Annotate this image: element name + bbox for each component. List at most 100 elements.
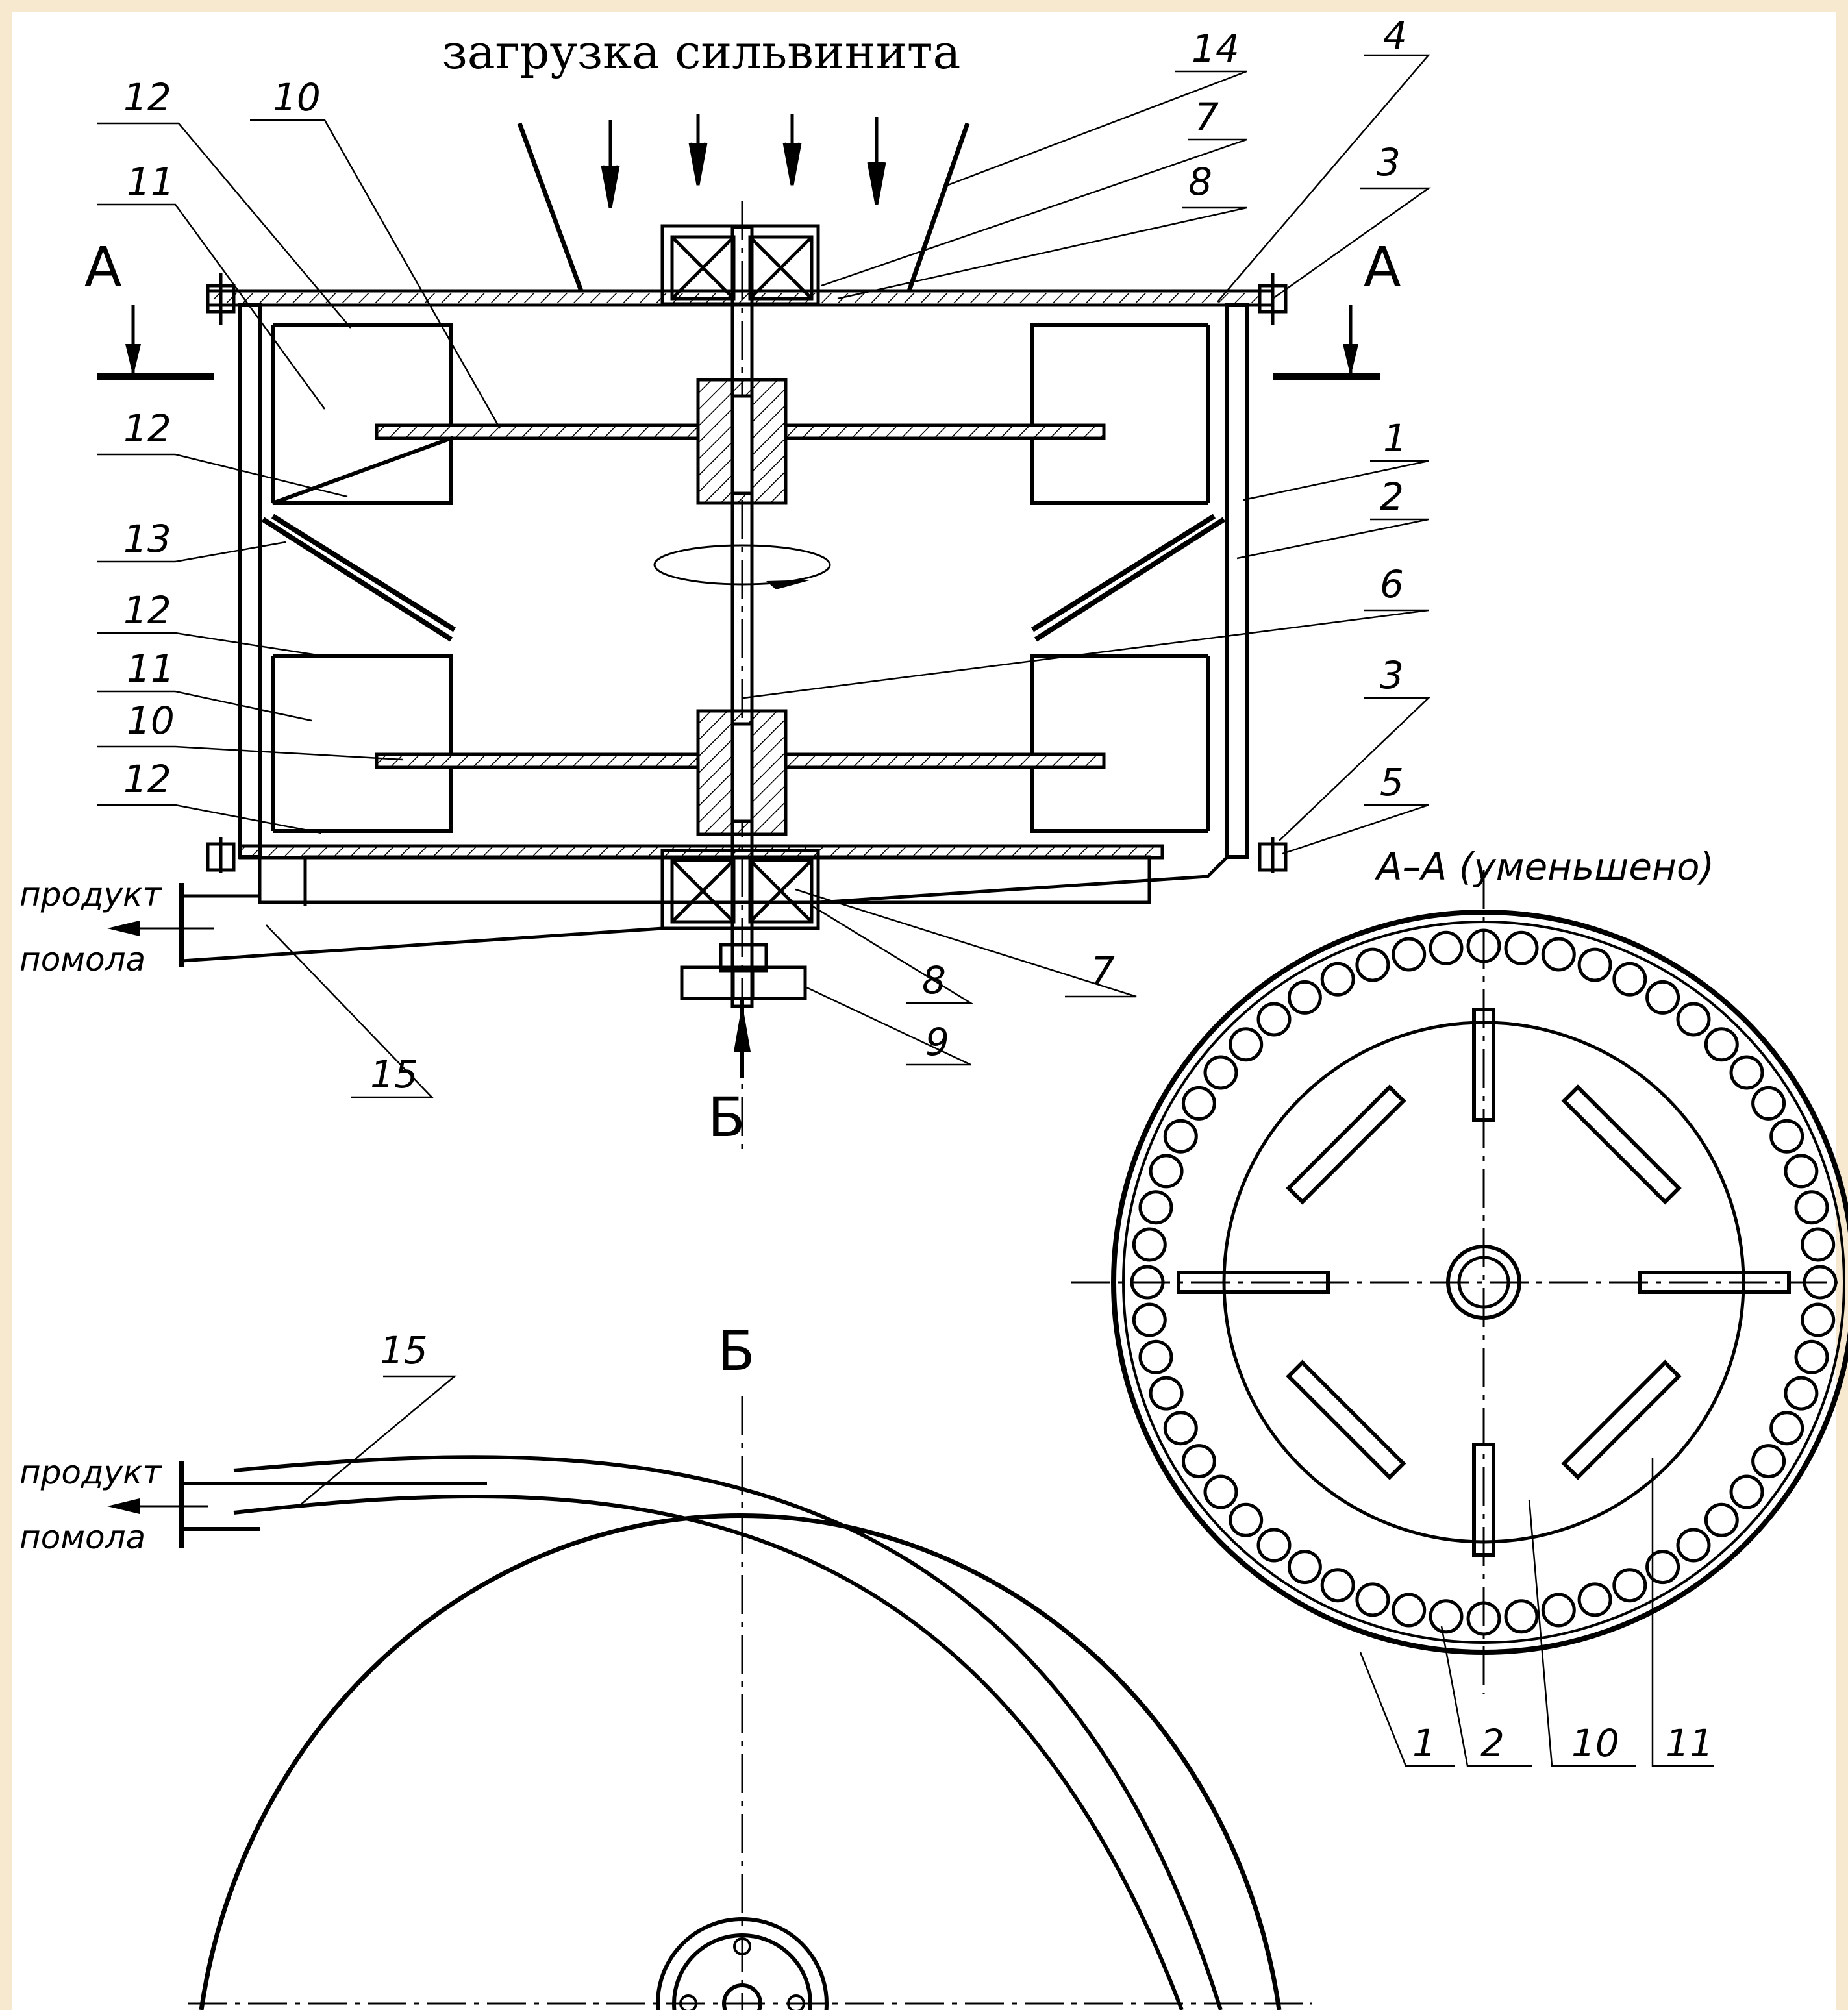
label-11-a: 11 (127, 160, 175, 204)
grinding-ball (1163, 1119, 1198, 1154)
grinding-ball (1132, 1227, 1167, 1262)
lower-bearing (660, 849, 820, 930)
product-label-b-line1: продукт (19, 1454, 162, 1491)
rotor-bar (1286, 1359, 1406, 1480)
grinding-ball (1704, 1502, 1739, 1537)
grinding-ball (1320, 1568, 1355, 1603)
grinding-ball (1392, 1593, 1427, 1628)
label-3-a: 3 (1377, 140, 1401, 184)
label-11-c: 11 (1666, 1721, 1714, 1765)
rotation-arrow (766, 580, 812, 589)
product-label-b-line2: помола (19, 1519, 145, 1556)
drawing-sheet (12, 12, 1836, 2010)
grinding-ball (1287, 980, 1322, 1015)
rotor-bar (1561, 1084, 1682, 1205)
label-12-d: 12 (123, 757, 171, 801)
label-9: 9 (925, 1020, 949, 1064)
label-12-a: 12 (123, 75, 171, 119)
section-a-a-view: А–А (уменьшено) (1071, 845, 1848, 1767)
section-mark-left: А (84, 235, 121, 299)
part-numbers-main: 12 10 11 12 13 12 11 10 12 14 7 8 4 3 1 … (123, 14, 1407, 1097)
label-14: 14 (1192, 27, 1240, 71)
centerlines-a-a (1071, 870, 1838, 1694)
label-1-a: 1 (1383, 416, 1407, 460)
grinding-ball (1256, 1002, 1292, 1037)
grinding-ball (1229, 1502, 1264, 1537)
upper-bearing (660, 224, 820, 306)
grinding-ball (1229, 1027, 1264, 1062)
housing-outline (199, 1513, 1282, 2010)
label-6: 6 (1380, 562, 1404, 606)
grinding-ball (1704, 1027, 1739, 1062)
grinding-ball (1794, 1339, 1829, 1374)
grinding-ball (1355, 947, 1390, 982)
centerlines-view-b (188, 1396, 1312, 2010)
grinding-ball (1138, 1339, 1173, 1374)
label-15-b: 15 (380, 1328, 428, 1372)
flange-bolts (206, 273, 1288, 873)
grinding-ball (1392, 937, 1427, 972)
grinding-ball (1729, 1474, 1764, 1509)
label-8-a: 8 (1188, 160, 1212, 204)
label-8-b: 8 (922, 958, 946, 1002)
grinding-ball (1181, 1086, 1216, 1121)
grinding-ball (1801, 1302, 1836, 1337)
grinding-ball (1541, 937, 1576, 972)
label-4: 4 (1383, 14, 1407, 58)
view-b: Б (107, 1319, 1312, 2010)
label-15-a: 15 (370, 1052, 418, 1097)
part-numbers-a-a: 1 2 10 11 (1412, 1721, 1714, 1765)
outlet-spiral-outer (233, 1495, 1184, 2010)
grinding-ball (1256, 1528, 1292, 1563)
label-12-b: 12 (123, 406, 171, 451)
main-section-view: загрузка сильвинита (19, 25, 1401, 1149)
grinding-ball (1645, 1550, 1680, 1585)
grinding-ball (1676, 1002, 1711, 1037)
label-7-a: 7 (1195, 95, 1219, 139)
label-13: 13 (123, 517, 171, 561)
guide-cones (261, 514, 1226, 642)
grinding-ball (1751, 1444, 1786, 1479)
grinding-ball (1203, 1474, 1238, 1509)
upper-key (730, 394, 754, 495)
title: загрузка сильвинита (442, 25, 961, 79)
label-5: 5 (1380, 760, 1404, 804)
section-a-arrows (97, 305, 1380, 380)
label-2-a: 2 (1380, 475, 1404, 519)
drive-pulley (680, 943, 807, 1000)
grinding-ball (1149, 1376, 1184, 1411)
outlet-chute-left (258, 858, 662, 904)
grinding-ball (1320, 962, 1355, 997)
grinding-ball (1355, 1582, 1390, 1617)
label-10-a: 10 (273, 75, 321, 119)
grinding-ball (1645, 980, 1680, 1015)
label-12-c: 12 (123, 588, 171, 632)
feed-hopper (517, 122, 970, 292)
grinding-ball (1287, 1550, 1322, 1585)
impact-chambers (271, 323, 1210, 833)
label-11-b: 11 (127, 647, 175, 691)
grinding-ball (1612, 962, 1647, 997)
label-10-b: 10 (127, 699, 175, 743)
rotor-bar (1286, 1084, 1406, 1205)
label-7-b: 7 (1091, 949, 1115, 993)
product-label-line1: продукт (19, 876, 162, 913)
grinding-ball (1149, 1154, 1184, 1189)
grinding-ball (1541, 1593, 1576, 1628)
grinding-ball (1181, 1444, 1216, 1479)
grinding-ball (1751, 1086, 1786, 1121)
view-b-caption: Б (718, 1319, 755, 1383)
grinding-ball (1729, 1055, 1764, 1090)
outlet-pipe (107, 883, 663, 967)
grinding-ball (1612, 1568, 1647, 1603)
grinding-ball (1769, 1119, 1804, 1154)
grinding-ball (1429, 1599, 1464, 1634)
lower-key (730, 722, 754, 823)
grinding-ball (1769, 1411, 1804, 1446)
grinding-ball (1794, 1190, 1829, 1225)
grinding-ball (1429, 930, 1464, 965)
view-b-labels: 15 продукт помола (19, 1328, 428, 1556)
grinding-ball (1163, 1411, 1198, 1446)
rotation-indicator (653, 544, 831, 586)
